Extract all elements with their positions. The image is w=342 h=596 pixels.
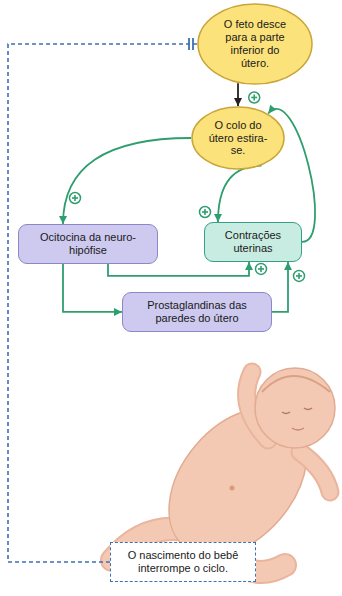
arrow-head: [214, 214, 222, 222]
node-text: Contrações uterinas: [212, 229, 294, 255]
connector: [63, 264, 122, 316]
node-text: Prostaglandinas das paredes do útero: [130, 299, 264, 325]
hormone-box: Prostaglandinas das paredes do útero: [122, 292, 272, 332]
plus-sign: [249, 92, 260, 103]
node-text: O nascimento do bebê interrompe o ciclo.: [118, 549, 248, 575]
arrow-head: [245, 262, 253, 270]
process-box: Contrações uterinas: [204, 222, 302, 262]
plus-sign: [70, 193, 81, 204]
connector: [108, 262, 267, 276]
connector: [272, 262, 305, 312]
node-text: O colo do útero estira-se.: [208, 119, 268, 158]
arrow-head: [59, 216, 67, 224]
arrow-head: [234, 98, 242, 106]
node-text: O feto desce para a parte inferior do út…: [217, 18, 293, 70]
connector: [59, 138, 191, 224]
event-ellipse: O colo do útero estira-se.: [191, 106, 285, 170]
node-text: Ocitocina da neuro-hipófise: [26, 231, 150, 257]
inhibit-bar: [189, 38, 193, 50]
event-ellipse: O feto desce para a parte inferior do út…: [197, 3, 313, 85]
note-box: O nascimento do bebê interrompe o ciclo.: [110, 542, 256, 582]
plus-sign: [200, 207, 211, 218]
plus-sign: [256, 263, 267, 274]
connector: [234, 83, 242, 106]
hormone-box: Ocitocina da neuro-hipófise: [18, 224, 158, 264]
arrow-head: [114, 308, 122, 316]
arrow-head: [284, 262, 292, 270]
arrow-head: [268, 105, 276, 114]
connector: [200, 166, 262, 222]
baby-figure: [112, 368, 335, 582]
plus-sign: [294, 270, 305, 281]
